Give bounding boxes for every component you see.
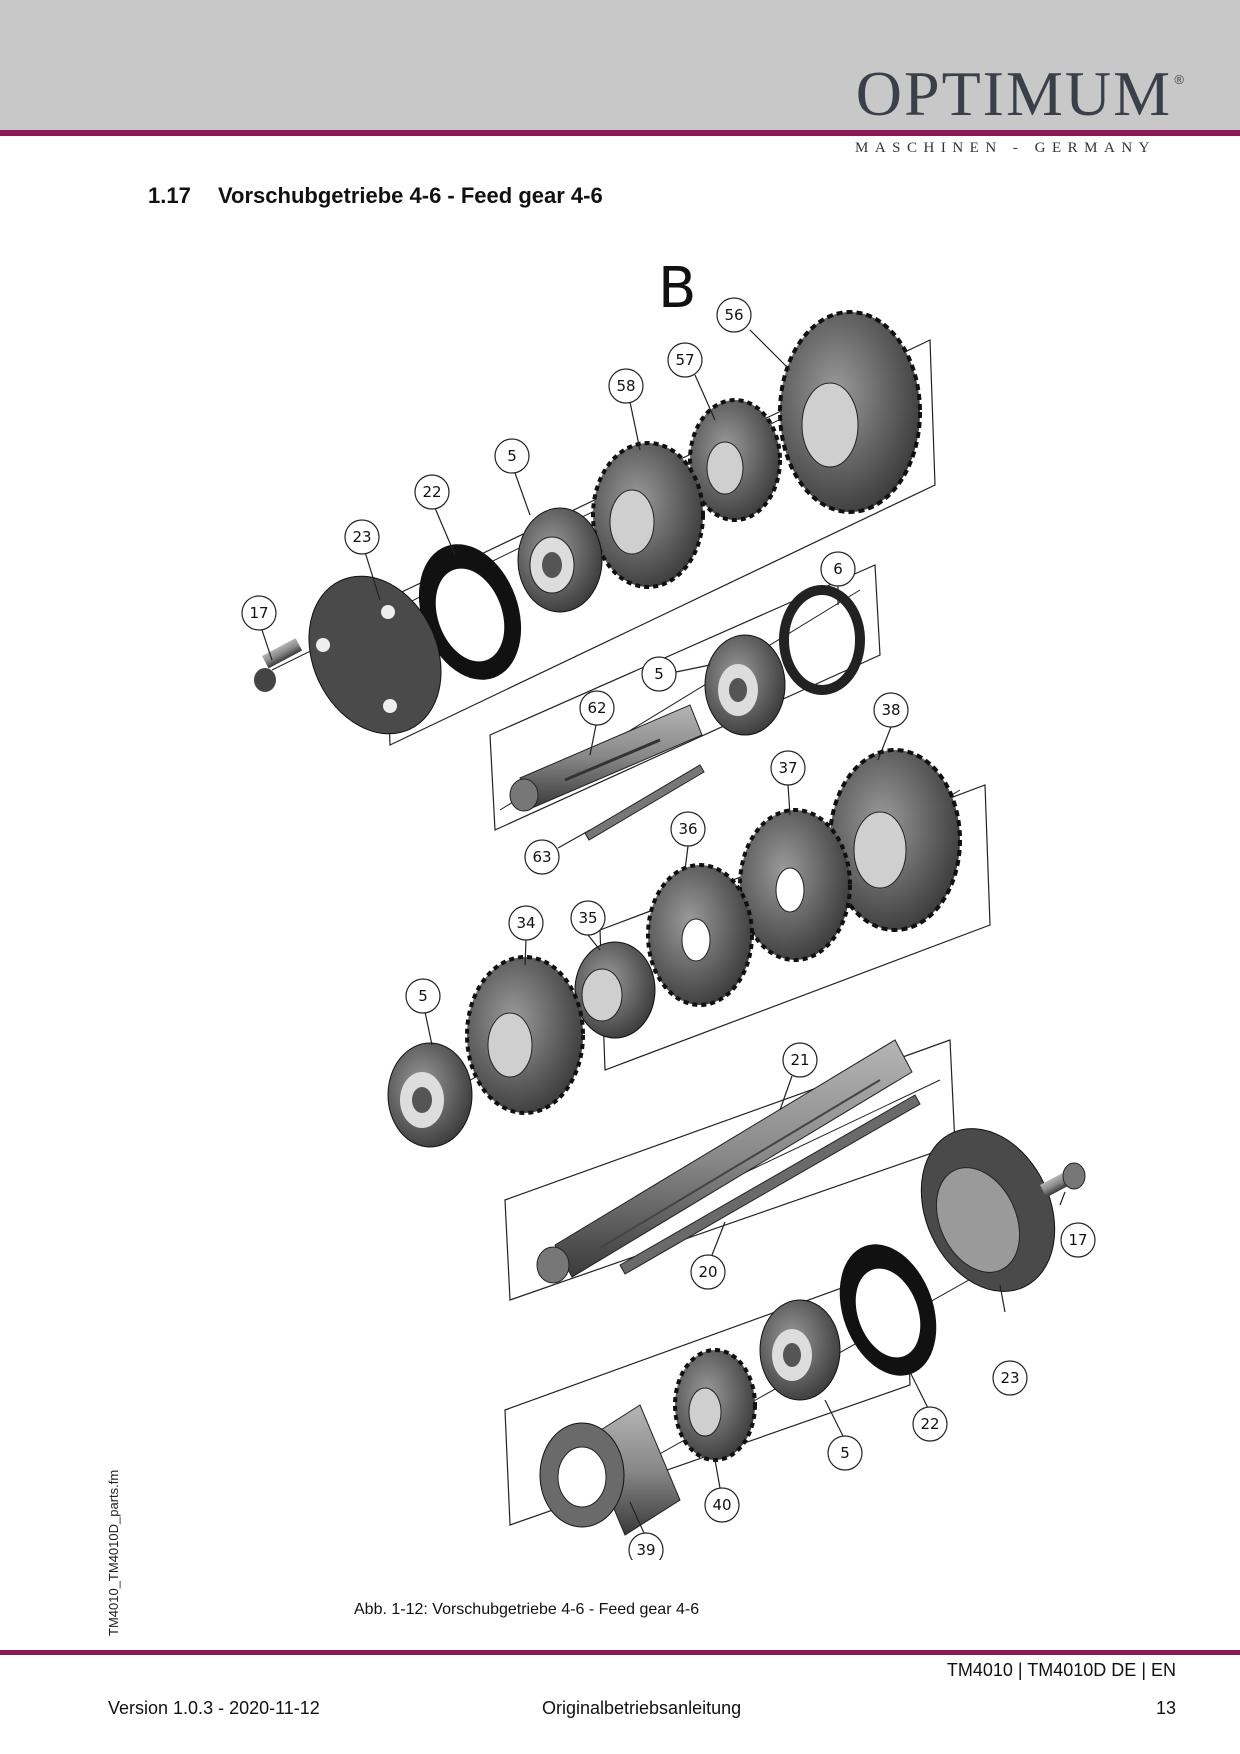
brand-tagline: MASCHINEN - GERMANY [854,140,1156,156]
gear-34 [465,955,585,1115]
callout: 38 [873,692,909,761]
callout: 6 [820,551,856,605]
callout: 37 [770,750,806,816]
gear-56 [778,310,922,514]
svg-text:5: 5 [418,987,428,1005]
callout: 36 [670,811,706,871]
bearing-5-mid [704,634,786,736]
figure-caption: Abb. 1-12: Vorschubgetriebe 4-6 - Feed g… [354,1601,700,1618]
bearing-5-low [387,1042,473,1148]
registered-mark: ® [1174,72,1184,87]
ring-6 [779,585,865,695]
svg-text:5: 5 [654,665,664,683]
svg-text:56: 56 [724,306,743,324]
key-63 [584,764,705,841]
gear-40 [673,1348,757,1462]
callout: 22 [909,1371,948,1442]
svg-text:23: 23 [352,528,371,546]
callout: 17 [241,595,277,661]
callout: 39 [628,1501,664,1560]
svg-text:34: 34 [516,914,535,932]
section-heading: 1.17 Vorschubgetriebe 4-6 - Feed gear 4-6 [148,183,603,209]
bearing-5-top [517,507,603,613]
callout: 5 [824,1399,863,1471]
callout: 5 [641,656,711,692]
cover-23-top [308,575,442,735]
callout: 23 [992,1284,1028,1396]
header-band [0,0,1240,130]
gasket-22-top [418,544,522,680]
callout: 23 [344,519,381,601]
svg-text:20: 20 [698,1263,717,1281]
callout: 63 [524,829,591,875]
callout: 21 [779,1042,818,1111]
callout: 58 [608,368,644,451]
footer-model: TM4010 | TM4010D DE | EN [946,1660,1176,1680]
svg-text:38: 38 [881,701,900,719]
callout: 34 [508,905,544,966]
callout: 5 [494,438,531,516]
section-title: Vorschubgetriebe 4-6 - Feed gear 4-6 [218,183,603,208]
callout: 20 [690,1221,726,1290]
svg-text:5: 5 [507,447,517,465]
shaft-21 [536,1039,913,1284]
svg-text:58: 58 [616,377,635,395]
svg-text:35: 35 [578,909,597,927]
callouts: 56 57 58 5 22 23 17 6 5 62 38 37 63 36 3… [241,297,1096,1560]
callout: 17 [1059,1191,1096,1258]
page-number: 13 [1155,1698,1176,1718]
svg-text:57: 57 [675,351,694,369]
svg-text:23: 23 [1000,1369,1019,1387]
gear-37 [738,808,852,962]
gear-36 [646,863,754,1007]
svg-text:21: 21 [790,1051,809,1069]
svg-text:39: 39 [636,1541,655,1559]
svg-text:6: 6 [833,560,843,578]
screw-17-bottom [1039,1162,1086,1198]
header-rule [0,130,1240,136]
source-file-label: TM4010_TM4010D_parts.fm [106,1469,121,1636]
screw-17-top [254,638,303,692]
svg-text:22: 22 [920,1415,939,1433]
group-label: B [658,256,696,321]
key-20 [619,1094,921,1275]
svg-text:17: 17 [1068,1231,1087,1249]
cover-23-bottom [920,1128,1056,1292]
footer-rule [0,1650,1240,1655]
footer-doc-type: Originalbetriebsanleitung [542,1698,742,1718]
spacer-35 [574,941,656,1039]
svg-text:22: 22 [422,483,441,501]
svg-text:17: 17 [249,604,268,622]
svg-text:63: 63 [532,848,551,866]
callout: 22 [414,474,456,556]
callout: 62 [579,690,615,756]
callout: 35 [570,900,606,951]
brand-logo: OPTIMUM [855,58,1172,129]
section-number: 1.17 [148,183,191,208]
svg-text:40: 40 [712,1496,731,1514]
footer-version: Version 1.0.3 - 2020-11-12 [108,1698,320,1718]
callout: 57 [667,342,716,421]
svg-text:62: 62 [587,699,606,717]
svg-text:5: 5 [840,1444,850,1462]
callout: 40 [704,1459,740,1523]
callout: 5 [405,978,441,1046]
shaft-62 [509,704,703,812]
gear-58 [591,441,705,589]
gear-57 [688,398,782,522]
gasket-22-bottom [839,1244,937,1376]
svg-text:37: 37 [778,759,797,777]
exploded-parts-diagram: B [241,256,1096,1560]
callout: 56 [716,297,791,371]
sleeve-39 [539,1404,681,1536]
svg-text:36: 36 [678,820,697,838]
bearing-5-bottom [759,1299,841,1401]
gear-38 [828,748,962,932]
